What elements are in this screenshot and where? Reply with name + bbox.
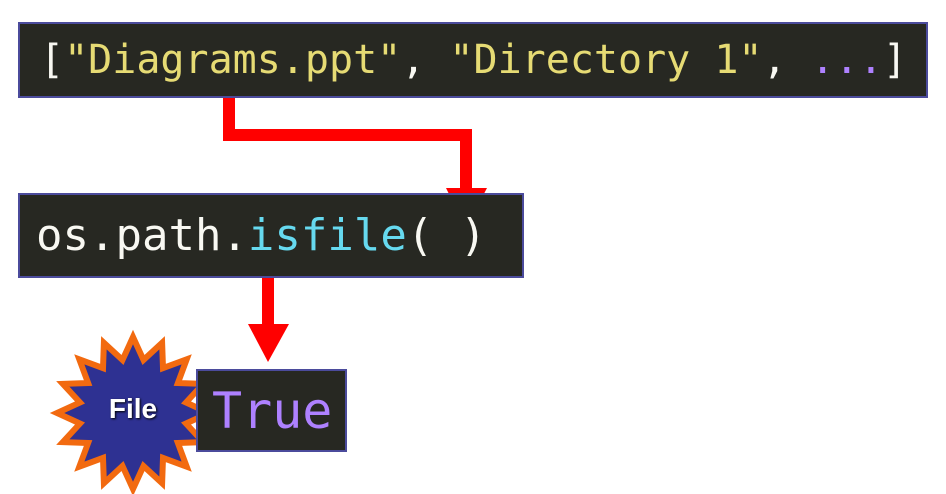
function-name: isfile bbox=[247, 210, 407, 261]
module-path: os.path. bbox=[36, 210, 248, 261]
ellipsis: ... bbox=[810, 37, 883, 83]
badge-label: File bbox=[108, 393, 158, 424]
list-item-1: "Diagrams.ppt" bbox=[64, 37, 402, 83]
list-item-2: "Directory 1" bbox=[449, 37, 763, 83]
separator: , bbox=[762, 37, 811, 83]
starburst-badge bbox=[49, 329, 217, 494]
separator: , bbox=[401, 37, 450, 83]
arrowhead-2 bbox=[248, 324, 289, 362]
list-expression: ["Diagrams.ppt", "Directory 1", ...] bbox=[18, 22, 928, 98]
arrow-list-to-call bbox=[223, 88, 472, 190]
result-value: True bbox=[212, 381, 333, 440]
isfile-call: os.path.isfile( ) bbox=[18, 193, 524, 278]
result-box: True bbox=[196, 369, 347, 452]
open-bracket: [ bbox=[40, 37, 65, 83]
call-parens: ( ) bbox=[406, 210, 487, 261]
close-bracket: ] bbox=[882, 37, 908, 83]
